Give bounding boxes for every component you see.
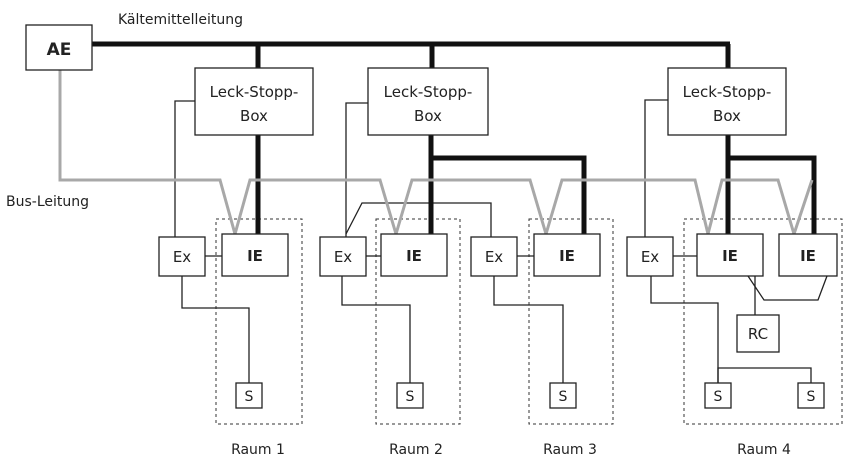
svg-text:Ex: Ex: [334, 248, 352, 266]
room-label-4: Raum 4: [737, 442, 791, 458]
sensor-1: S: [235, 382, 263, 409]
outdoor-unit-label: AE: [47, 40, 72, 60]
room-2-border: [375, 218, 461, 425]
room-label-2: Raum 2: [389, 442, 443, 458]
svg-text:Leck-Stopp-: Leck-Stopp-: [683, 83, 772, 101]
svg-text:Ex: Ex: [641, 248, 659, 266]
room-3-border: [528, 218, 614, 425]
indoor-unit-4: IE: [696, 233, 764, 277]
wire-ex2-s2: [341, 276, 411, 383]
extension-unit-4: Ex: [626, 236, 674, 277]
room-label-3: Raum 3: [543, 442, 597, 458]
leak-stop-box-1: Leck-Stopp- Box: [194, 67, 314, 136]
room-4-border: [683, 218, 843, 425]
wire-box2-ex2: [345, 102, 368, 237]
box2-ie3: [431, 155, 587, 234]
wire-ex3-s3: [493, 276, 564, 383]
bus-line: [58, 70, 814, 240]
svg-text:Leck-Stopp-: Leck-Stopp-: [210, 83, 299, 101]
sensor-4a: S: [704, 382, 732, 409]
svg-text:Box: Box: [240, 107, 268, 125]
svg-text:IE: IE: [247, 247, 263, 265]
svg-text:IE: IE: [722, 247, 738, 265]
svg-text:Ex: Ex: [485, 248, 503, 266]
wire-s4a-s4b: [717, 367, 812, 383]
svg-text:Leck-Stopp-: Leck-Stopp-: [384, 83, 473, 101]
svg-text:S: S: [406, 389, 415, 405]
bus-line-label: Bus-Leitung: [6, 194, 89, 210]
sensor-4b: S: [797, 382, 825, 409]
remote-control: RC: [736, 314, 780, 353]
extension-unit-3: Ex: [470, 236, 518, 277]
svg-text:S: S: [807, 389, 816, 405]
sensor-3: S: [549, 382, 577, 409]
svg-text:Ex: Ex: [173, 248, 191, 266]
sensor-2: S: [396, 382, 424, 409]
indoor-unit-3: IE: [533, 233, 601, 277]
svg-text:Box: Box: [713, 107, 741, 125]
svg-text:RC: RC: [748, 325, 768, 343]
indoor-unit-1: IE: [221, 233, 289, 277]
room-label-1: Raum 1: [231, 442, 285, 458]
wire-box1-ex1: [174, 100, 195, 237]
wire-ex2-ie3: [345, 202, 492, 237]
svg-text:S: S: [714, 389, 723, 405]
svg-text:S: S: [245, 389, 254, 405]
indoor-unit-5: IE: [778, 233, 838, 277]
wire-ie4-ie5: [747, 275, 828, 301]
svg-text:IE: IE: [800, 247, 816, 265]
indoor-unit-2: IE: [380, 233, 448, 277]
extension-unit-1: Ex: [158, 236, 206, 277]
wire-box4-ex4: [644, 99, 668, 237]
extension-unit-2: Ex: [319, 236, 367, 277]
wire-ex1-s1: [181, 276, 250, 383]
svg-text:IE: IE: [559, 247, 575, 265]
leak-stop-box-3: Leck-Stopp- Box: [667, 67, 787, 136]
svg-text:IE: IE: [406, 247, 422, 265]
svg-text:Box: Box: [414, 107, 442, 125]
leak-stop-box-2: Leck-Stopp- Box: [367, 67, 489, 136]
wire-ex4-s4a: [650, 276, 719, 383]
svg-text:S: S: [559, 389, 568, 405]
box4-ie5: [728, 155, 817, 234]
refrigerant-pipes: [92, 41, 817, 234]
refrigerant-pipe-label: Kältemittelleitung: [118, 12, 243, 28]
outdoor-unit: AE: [25, 24, 93, 71]
